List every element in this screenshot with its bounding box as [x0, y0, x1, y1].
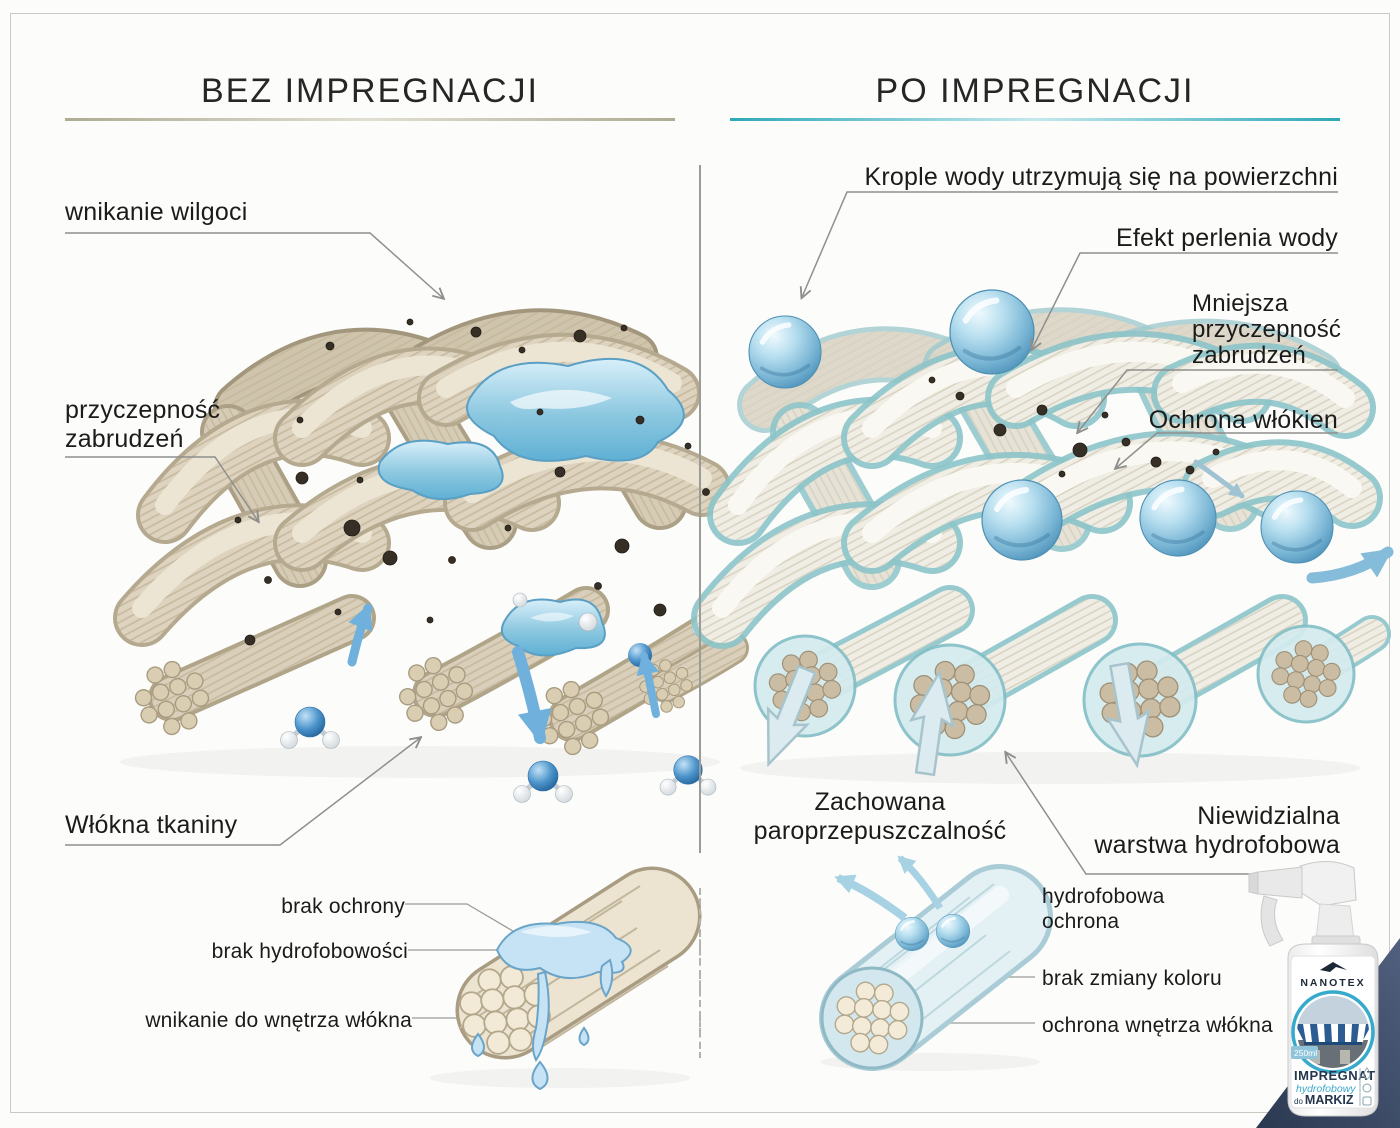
label-less-dirt-line1: Mniejsza	[1192, 290, 1289, 317]
label-breathability: Zachowana paroprzepuszczalność	[740, 788, 1020, 846]
product-name-line3-prefix: do	[1294, 1097, 1303, 1106]
product-name-line2: hydrofobowy	[1296, 1083, 1356, 1095]
leader-fiber-protection	[1116, 432, 1338, 468]
label-no-protection: brak ochrony	[281, 895, 405, 918]
awning-photo	[1297, 996, 1369, 1068]
volume-tag	[1291, 1046, 1318, 1059]
label-dirt-adhesion-line1: przyczepność	[65, 396, 221, 424]
dirt-particles-left	[234, 318, 710, 646]
leader-fabric-fibers	[65, 738, 420, 846]
droplet-icon	[1363, 1067, 1371, 1080]
label-invisible-layer-line2: warstwa hydrofobowa	[1094, 831, 1340, 859]
right-fabric-illustration	[722, 290, 1394, 778]
water-blobs	[377, 357, 685, 657]
label-feature-icons	[1362, 1067, 1372, 1106]
dirt-particles-right	[928, 376, 1220, 478]
product-name-line3: MARKIZ	[1305, 1093, 1354, 1107]
leader-less-dirt	[1078, 369, 1338, 432]
leader-lines	[65, 191, 1340, 1024]
left-title-underline	[65, 118, 675, 121]
label-photo-ring	[1291, 990, 1375, 1074]
volume-text: 250ml	[1294, 1048, 1317, 1058]
label-inner-protection: ochrona wnętrza włókna	[1042, 1014, 1273, 1037]
label-invisible-layer: Niewidzialna warstwa hydrofobowa	[1050, 802, 1340, 860]
label-no-hydrophobicity: brak hydrofobowości	[211, 940, 408, 963]
label-droplets-surface: Krople wody utrzymują się na powierzchni	[864, 163, 1338, 191]
fabric-icon	[1362, 1096, 1372, 1106]
label-hydrophobic-protection-line1: hydrofobowa	[1042, 885, 1165, 908]
label-dirt-adhesion-line2: zabrudzeń	[65, 425, 184, 453]
protected-fiber-diagram	[819, 855, 1053, 1071]
right-panel-title: PO IMPREGNACJI	[875, 72, 1195, 110]
leader-beading	[1032, 252, 1338, 349]
label-fabric-fibers: Włókna tkaniny	[65, 811, 238, 839]
label-less-dirt: Mniejsza przyczepność zabrudzeń	[1192, 291, 1341, 369]
label-breathability-line2: paroprzepuszczalność	[753, 817, 1007, 845]
label-dirt-adhesion: przyczepność zabrudzeń	[65, 396, 220, 454]
left-panel-title: BEZ IMPREGNACJI	[201, 72, 539, 110]
spray-trigger-head	[1248, 861, 1361, 949]
product-name-line1: IMPREGNAT	[1294, 1068, 1376, 1083]
label-no-color-change: brak zmiany koloru	[1042, 967, 1222, 990]
label-invisible-layer-line1: Niewidzialna	[1197, 802, 1340, 830]
label-fiber-protection: Ochrona włókien	[1148, 406, 1338, 434]
brand-logo-bird-icon	[1320, 962, 1347, 972]
leader-dirt-adhesion	[65, 456, 258, 521]
bounce-arrows	[834, 855, 943, 922]
label-penetration: wnikanie do wnętrza włókna	[145, 1009, 412, 1032]
label-hydrophobic-protection-line2: ochrona	[1042, 910, 1120, 933]
unprotected-fiber-diagram	[454, 866, 702, 1091]
leader-moisture	[65, 232, 443, 298]
label-breathability-line1: Zachowana	[814, 788, 946, 816]
absorption-arrows	[347, 603, 660, 745]
label-hydrophobic-protection: hydrofobowa ochrona	[1042, 884, 1164, 934]
leader-no-protection	[405, 903, 524, 938]
breathability-arrows	[747, 459, 1394, 778]
right-title-underline	[730, 118, 1340, 121]
bottle-label: NANOTEX	[1290, 955, 1376, 1109]
product-bottle: NANOTEX	[1248, 861, 1379, 1117]
divider-solid	[699, 165, 701, 853]
label-less-dirt-line2: przyczepność	[1192, 316, 1342, 343]
label-less-dirt-line3: zabrudzeń	[1192, 342, 1306, 369]
leader-droplets-surface	[802, 191, 1338, 297]
divider-dashed	[699, 888, 701, 1058]
label-moisture: wnikanie wilgoci	[65, 198, 248, 226]
left-fabric-illustration	[128, 319, 732, 803]
penetrating-water	[471, 920, 632, 1091]
label-beading-effect: Efekt perlenia wody	[1116, 224, 1338, 252]
spray-icon	[1362, 1083, 1372, 1093]
brand-name: NANOTEX	[1300, 977, 1365, 989]
